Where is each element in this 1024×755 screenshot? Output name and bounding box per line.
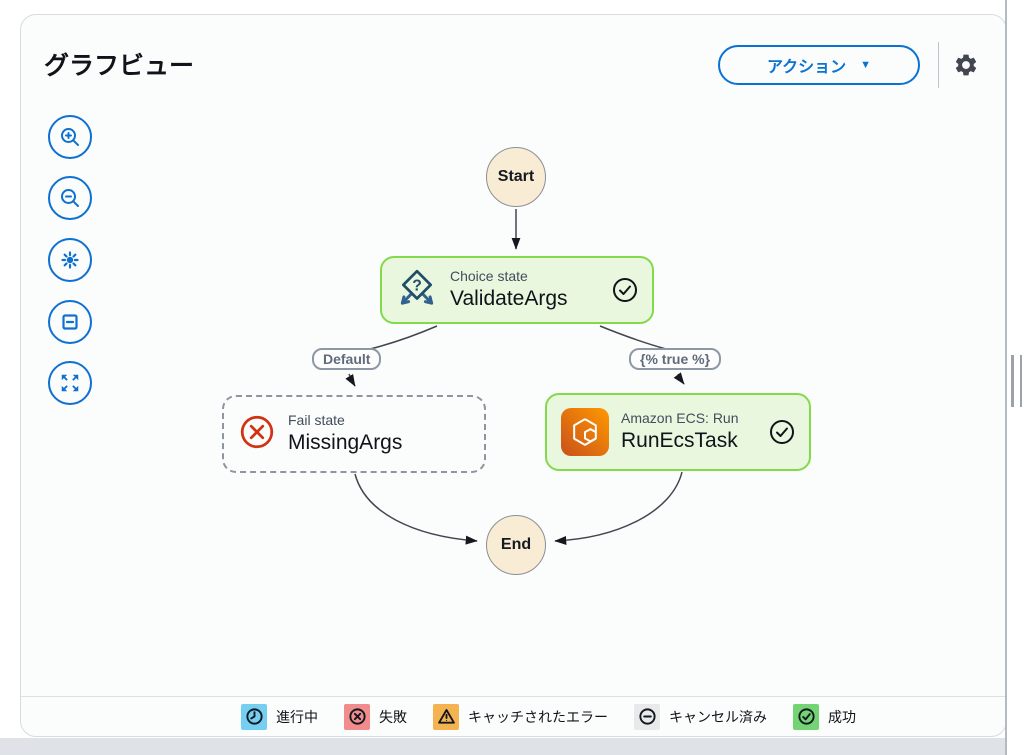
settings-button[interactable] xyxy=(951,51,981,81)
legend-label: 失敗 xyxy=(379,708,407,725)
edge-label-true-text: {% true %} xyxy=(640,351,711,367)
edge-label-true: {% true %} xyxy=(629,348,722,370)
warning-triangle-icon xyxy=(433,703,459,730)
x-circle-icon xyxy=(344,703,370,730)
clock-icon xyxy=(241,703,267,730)
start-node: Start xyxy=(486,147,546,207)
state-name: RunEcsTask xyxy=(621,428,738,452)
end-node: End xyxy=(486,515,546,575)
actions-button-label: アクション xyxy=(766,59,847,76)
legend-item-in-progress: 進行中 xyxy=(241,703,318,730)
legend-label: キャッチされたエラー xyxy=(468,708,608,725)
legend-item-failed: 失敗 xyxy=(344,703,407,730)
minus-circle-icon xyxy=(634,703,660,730)
bottom-strip xyxy=(0,738,1006,755)
choice-state-icon: ? xyxy=(396,267,438,314)
target-icon xyxy=(58,248,82,272)
split-panel-divider xyxy=(1005,0,1007,755)
chevron-down-icon: ▼ xyxy=(860,58,872,71)
state-type-label: Amazon ECS: Run xyxy=(621,410,739,427)
state-node-missingargs[interactable]: Fail state MissingArgs xyxy=(222,395,486,473)
expand-arrows-icon xyxy=(59,372,81,394)
page-title: グラフビュー xyxy=(44,52,195,80)
state-node-validateargs[interactable]: ? Choice state ValidateArgs xyxy=(380,256,654,324)
edge-label-default-text: Default xyxy=(323,351,371,367)
legend-item-succeeded: 成功 xyxy=(793,703,856,730)
center-view-button[interactable] xyxy=(48,238,92,282)
start-node-label: Start xyxy=(497,168,535,185)
edge-label-default: Default xyxy=(312,348,382,370)
zoom-in-button[interactable] xyxy=(48,115,92,159)
state-name: MissingArgs xyxy=(288,430,403,454)
success-check-icon xyxy=(769,419,795,445)
legend-item-cancelled: キャンセル済み xyxy=(634,703,767,730)
zoom-to-fit-button[interactable] xyxy=(48,300,92,344)
fail-state-icon xyxy=(238,413,276,456)
panel-resize-handle[interactable] xyxy=(1011,355,1022,407)
success-check-icon xyxy=(612,277,638,303)
state-type-label: Fail state xyxy=(288,412,345,429)
legend-label: 進行中 xyxy=(276,708,318,725)
legend-item-caught-error: キャッチされたエラー xyxy=(433,703,608,730)
actions-button[interactable]: アクション ▼ xyxy=(718,45,920,85)
zoom-out-button[interactable] xyxy=(48,176,92,220)
svg-text:?: ? xyxy=(412,277,422,294)
magnifier-plus-icon xyxy=(58,125,82,149)
state-type-label: Choice state xyxy=(450,268,528,285)
legend-label: 成功 xyxy=(828,708,856,725)
status-legend: 進行中 失敗 キャッチされたエラー キャンセル済み xyxy=(21,696,1006,736)
graph-view-panel xyxy=(20,14,1007,737)
fullscreen-button[interactable] xyxy=(48,361,92,405)
state-name: ValidateArgs xyxy=(450,286,568,310)
header-divider xyxy=(938,42,939,88)
state-node-runecstask[interactable]: Amazon ECS: Run RunEcsTask xyxy=(545,393,811,471)
legend-label: キャンセル済み xyxy=(669,708,767,725)
check-circle-icon xyxy=(793,703,819,730)
amazon-ecs-icon xyxy=(561,408,609,456)
box-minus-icon xyxy=(58,310,82,334)
end-node-label: End xyxy=(500,536,532,553)
magnifier-minus-icon xyxy=(58,186,82,210)
gear-icon xyxy=(953,52,979,81)
